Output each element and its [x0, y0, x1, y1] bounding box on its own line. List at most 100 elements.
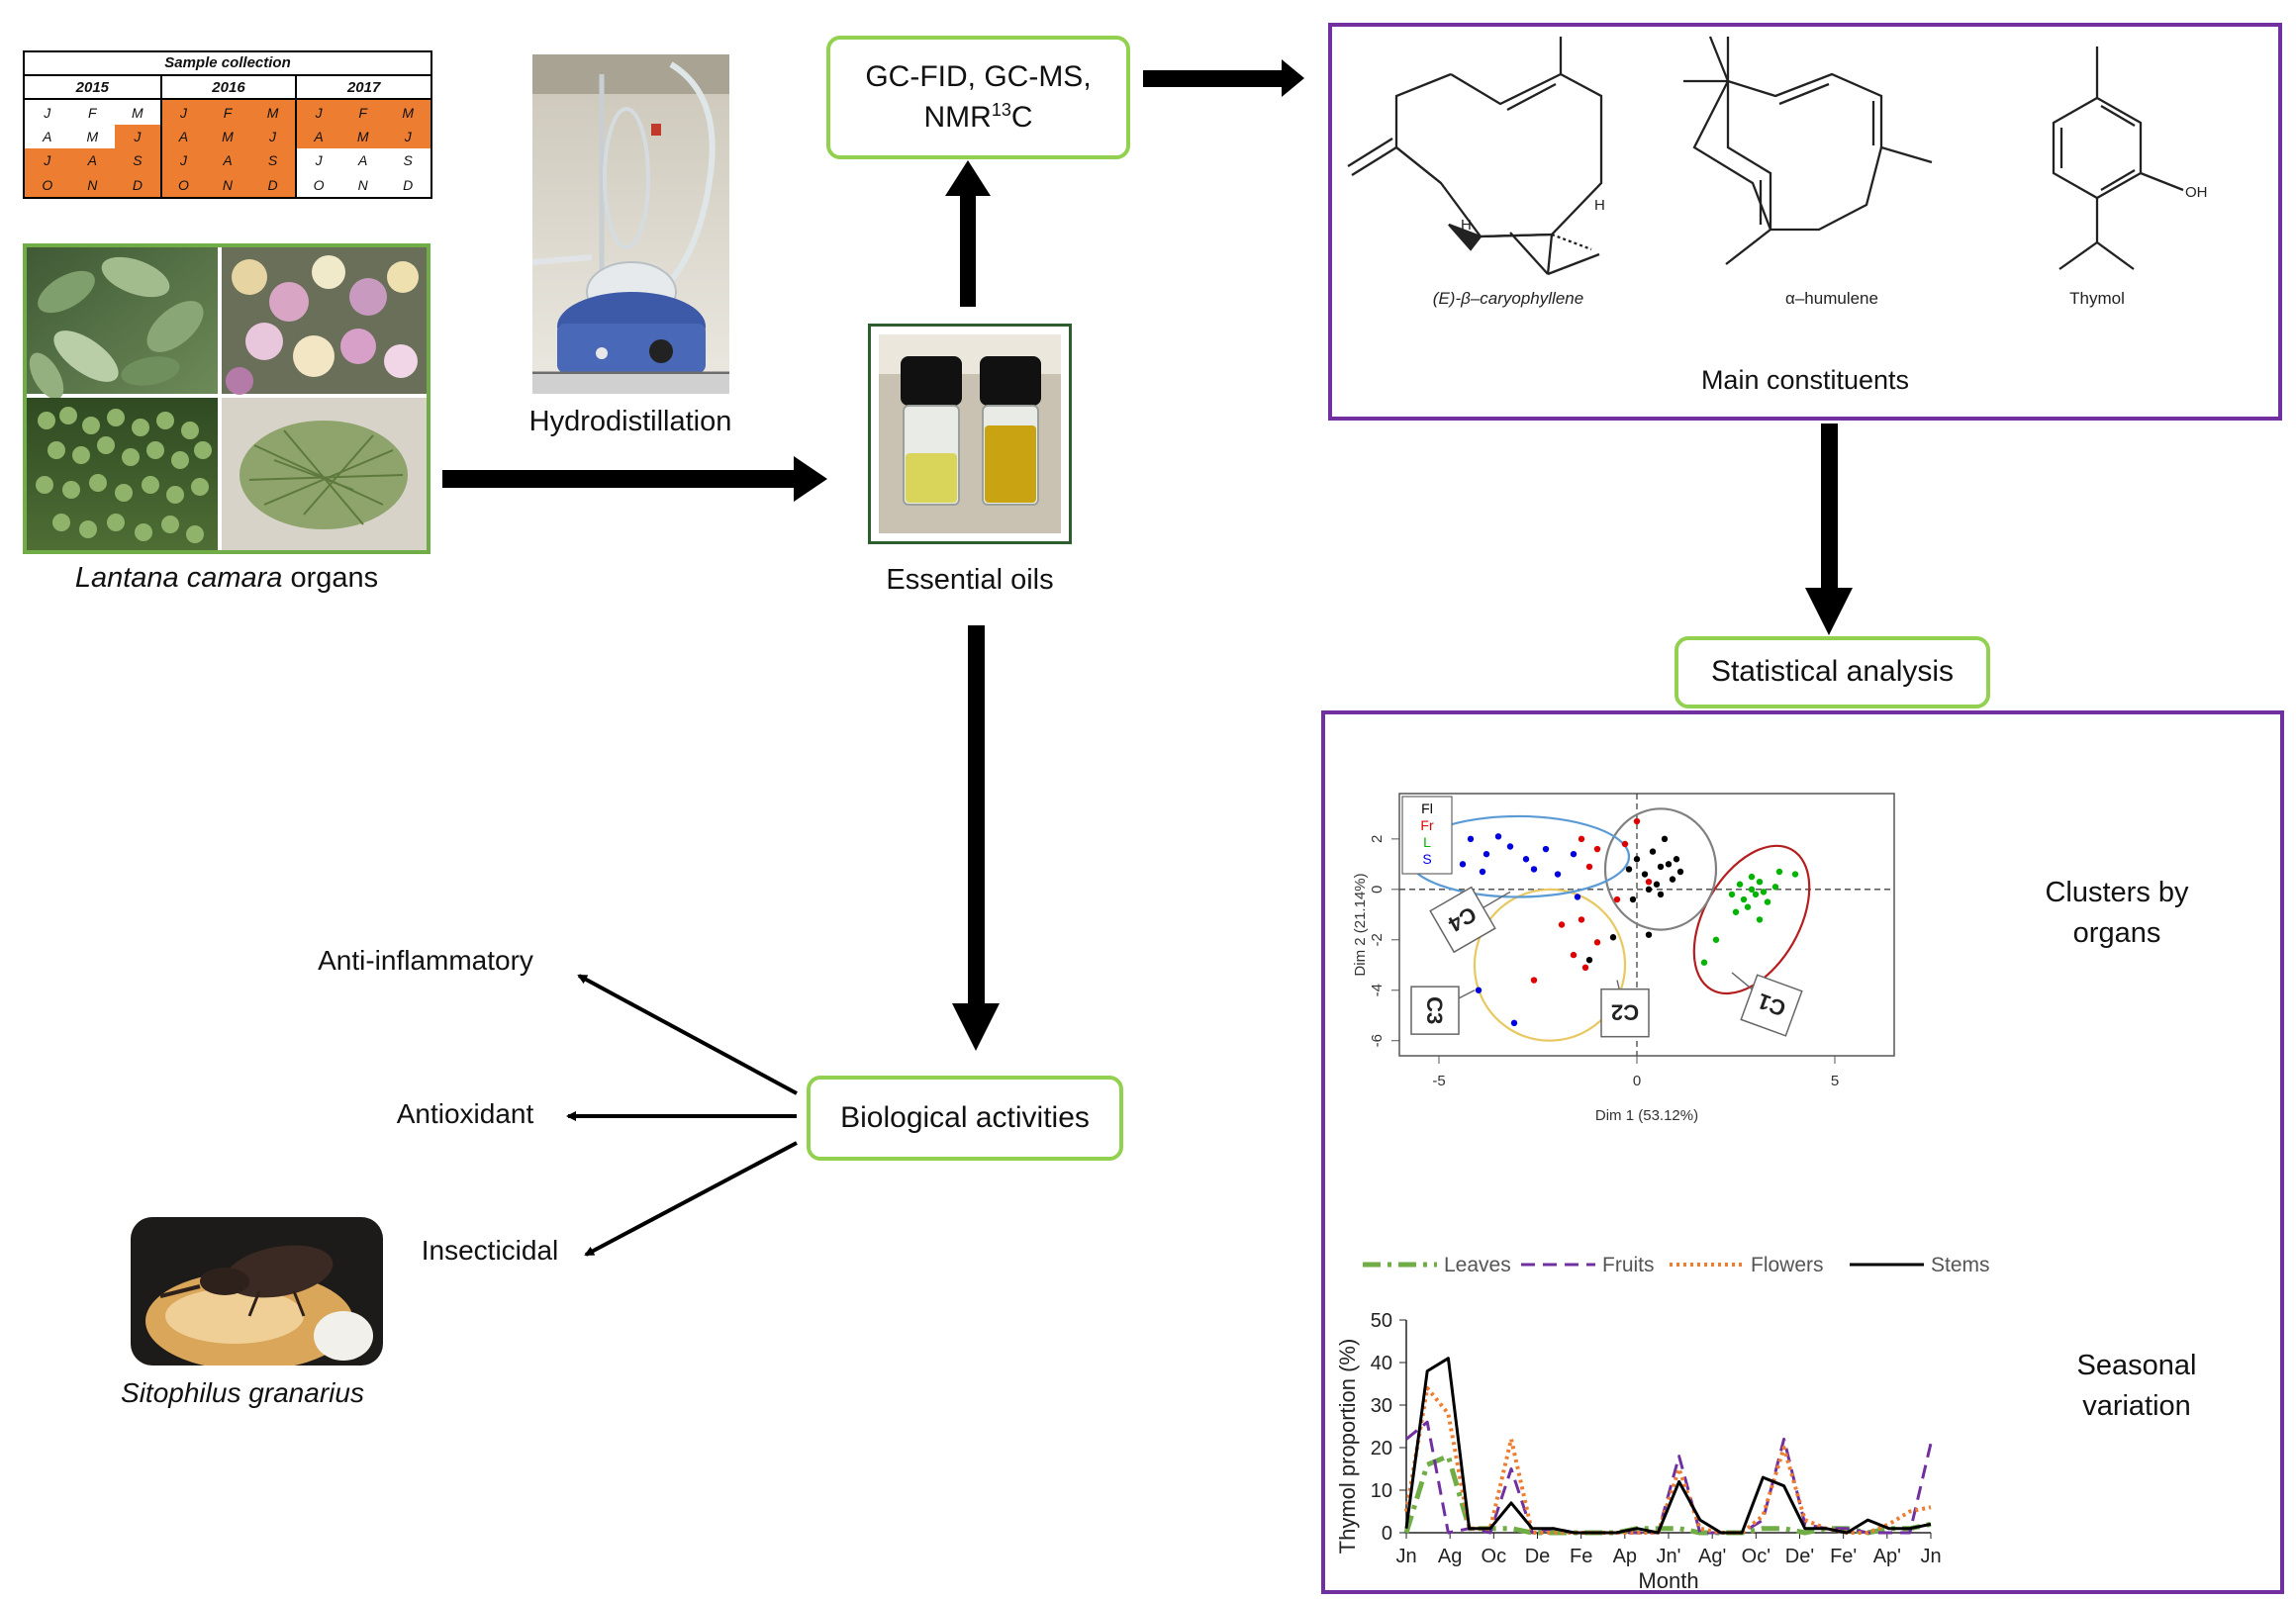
biological-activities-label: Biological activities [840, 1100, 1090, 1134]
pca-point-l [1764, 898, 1771, 905]
insecticidal-label: Insecticidal [421, 1235, 559, 1266]
gc-line1: GC-FID, GC-MS, [865, 60, 1092, 93]
pca-legend-entry: Fr [1420, 817, 1434, 833]
calendar-month-cell: J [25, 148, 70, 173]
thymol-xtick-label: Ag [1438, 1546, 1462, 1567]
thymol-ylabel: Thymol proportion (%) [1335, 1339, 1360, 1554]
pca-point-l [1775, 868, 1783, 876]
calendar-month-cell: N [69, 172, 116, 197]
calendar-month-cell: O [159, 172, 206, 197]
pca-point-l [1732, 908, 1740, 915]
calendar-year-2017: 2017 [295, 76, 430, 101]
gc-line2: NMR13C [923, 99, 1033, 134]
caryophyllene-structure [1347, 37, 1603, 276]
thymol-xtick-label: Oc [1482, 1546, 1507, 1567]
pca-point-fr [1613, 895, 1621, 903]
insect-photo [131, 1217, 383, 1366]
pca-point-l [1748, 886, 1756, 894]
pca-point-fr [1593, 845, 1601, 853]
cluster-callout-c1: C1 [1731, 972, 1803, 1037]
thymol-xtick-label: Jn [1395, 1546, 1416, 1567]
pca-point-l [1760, 889, 1768, 895]
thymol-legend-fruits: Fruits [1521, 1254, 1655, 1276]
svg-text:Leaves: Leaves [1444, 1254, 1511, 1276]
calendar-month-cell: J [115, 124, 160, 149]
pca-point-s [1506, 843, 1514, 850]
pca-point-fl [1661, 835, 1669, 843]
pca-point-s [1483, 850, 1490, 858]
pca-point-l [1700, 959, 1708, 966]
statistical-analysis-box: Statistical analysis [1674, 636, 1990, 708]
calendar-month-cell: A [69, 148, 116, 173]
calendar-month-cell: S [249, 148, 296, 173]
pca-point-fl [1653, 881, 1661, 888]
pca-ytick-label: -2 [1369, 933, 1386, 946]
calendar-month-cell: F [88, 104, 97, 121]
pca-point-s [1494, 833, 1502, 840]
calendar-month-cell: O [295, 172, 340, 197]
hydrodistillation-label: Hydrodistillation [528, 406, 732, 437]
calendar-month-cell: J [44, 104, 51, 121]
pca-point-fl [1609, 934, 1617, 941]
arrow-gc-to-constituents [1143, 59, 1304, 97]
svg-text:C2: C2 [1611, 1000, 1639, 1025]
arrow-to-anti-inflammatory [577, 974, 798, 1095]
calendar-month-cell: J [385, 124, 430, 149]
biological-activities-box: Biological activities [807, 1076, 1123, 1161]
fruits-photo [27, 398, 218, 550]
organs-photo-panel [23, 243, 430, 554]
pca-point-s [1554, 871, 1562, 878]
pca-point-l [1712, 936, 1720, 943]
pca-xtick-label: -5 [1432, 1073, 1445, 1089]
pca-point-fl [1645, 886, 1653, 894]
thymol-xtick-label: Oc' [1742, 1546, 1770, 1567]
thymol-xtick-label: De' [1785, 1546, 1814, 1567]
thymol-structure [2052, 47, 2184, 270]
pca-point-fl [1673, 856, 1680, 863]
thymol-series-fruits [1405, 1420, 1933, 1535]
pca-point-s [1530, 866, 1538, 873]
calendar-month-cell: A [159, 124, 206, 149]
thymol-xtick-label: Jn [1920, 1546, 1941, 1567]
pca-point-fr [1585, 863, 1593, 871]
pca-point-fl [1657, 891, 1665, 898]
cluster-callout-c3: C3 [1410, 986, 1476, 1035]
svg-text:Stems: Stems [1931, 1254, 1990, 1276]
pca-point-l [1728, 891, 1736, 898]
pca-point-s [1522, 856, 1530, 863]
pca-point-fr [1570, 951, 1578, 959]
pca-point-s [1574, 894, 1581, 900]
pca-legend-entry: Fl [1421, 800, 1433, 816]
insect-name-label: Sitophilus granarius [121, 1377, 364, 1408]
pca-point-fl [1641, 871, 1649, 878]
pca-point-s [1542, 845, 1550, 853]
calendar-month-cell: O [25, 172, 70, 197]
pca-point-fr [1558, 921, 1566, 928]
pca-ytick-label: 2 [1369, 835, 1386, 843]
calendar-month-cell: F [205, 100, 250, 125]
pca-xlabel: Dim 1 (53.12%) [1595, 1107, 1698, 1124]
calendar-month-cell: M [86, 128, 99, 144]
thymol-ytick-label: 10 [1371, 1480, 1392, 1502]
caryophyllene-h-right: H [1594, 197, 1605, 214]
pca-point-fr [1621, 840, 1629, 848]
pca-point-fr [1645, 878, 1653, 886]
pca-point-s [1570, 850, 1578, 858]
thymol-ytick-label: 50 [1371, 1310, 1392, 1332]
thymol-xtick-label: Ap' [1873, 1546, 1901, 1567]
pca-point-l [1756, 916, 1764, 923]
pca-point-fr [1633, 817, 1641, 825]
calendar-month-cell: D [403, 176, 414, 193]
thymol-series-stems [1404, 1357, 1932, 1535]
caryophyllene-h-left: H [1461, 217, 1472, 234]
thymol-ytick-label: 30 [1371, 1395, 1392, 1417]
pca-point-l [1748, 873, 1756, 881]
pca-point-fl [1633, 856, 1641, 863]
leaves-photo [27, 247, 218, 400]
calendar-month-cell: M [205, 124, 250, 149]
calendar-month-cell: N [205, 172, 250, 197]
